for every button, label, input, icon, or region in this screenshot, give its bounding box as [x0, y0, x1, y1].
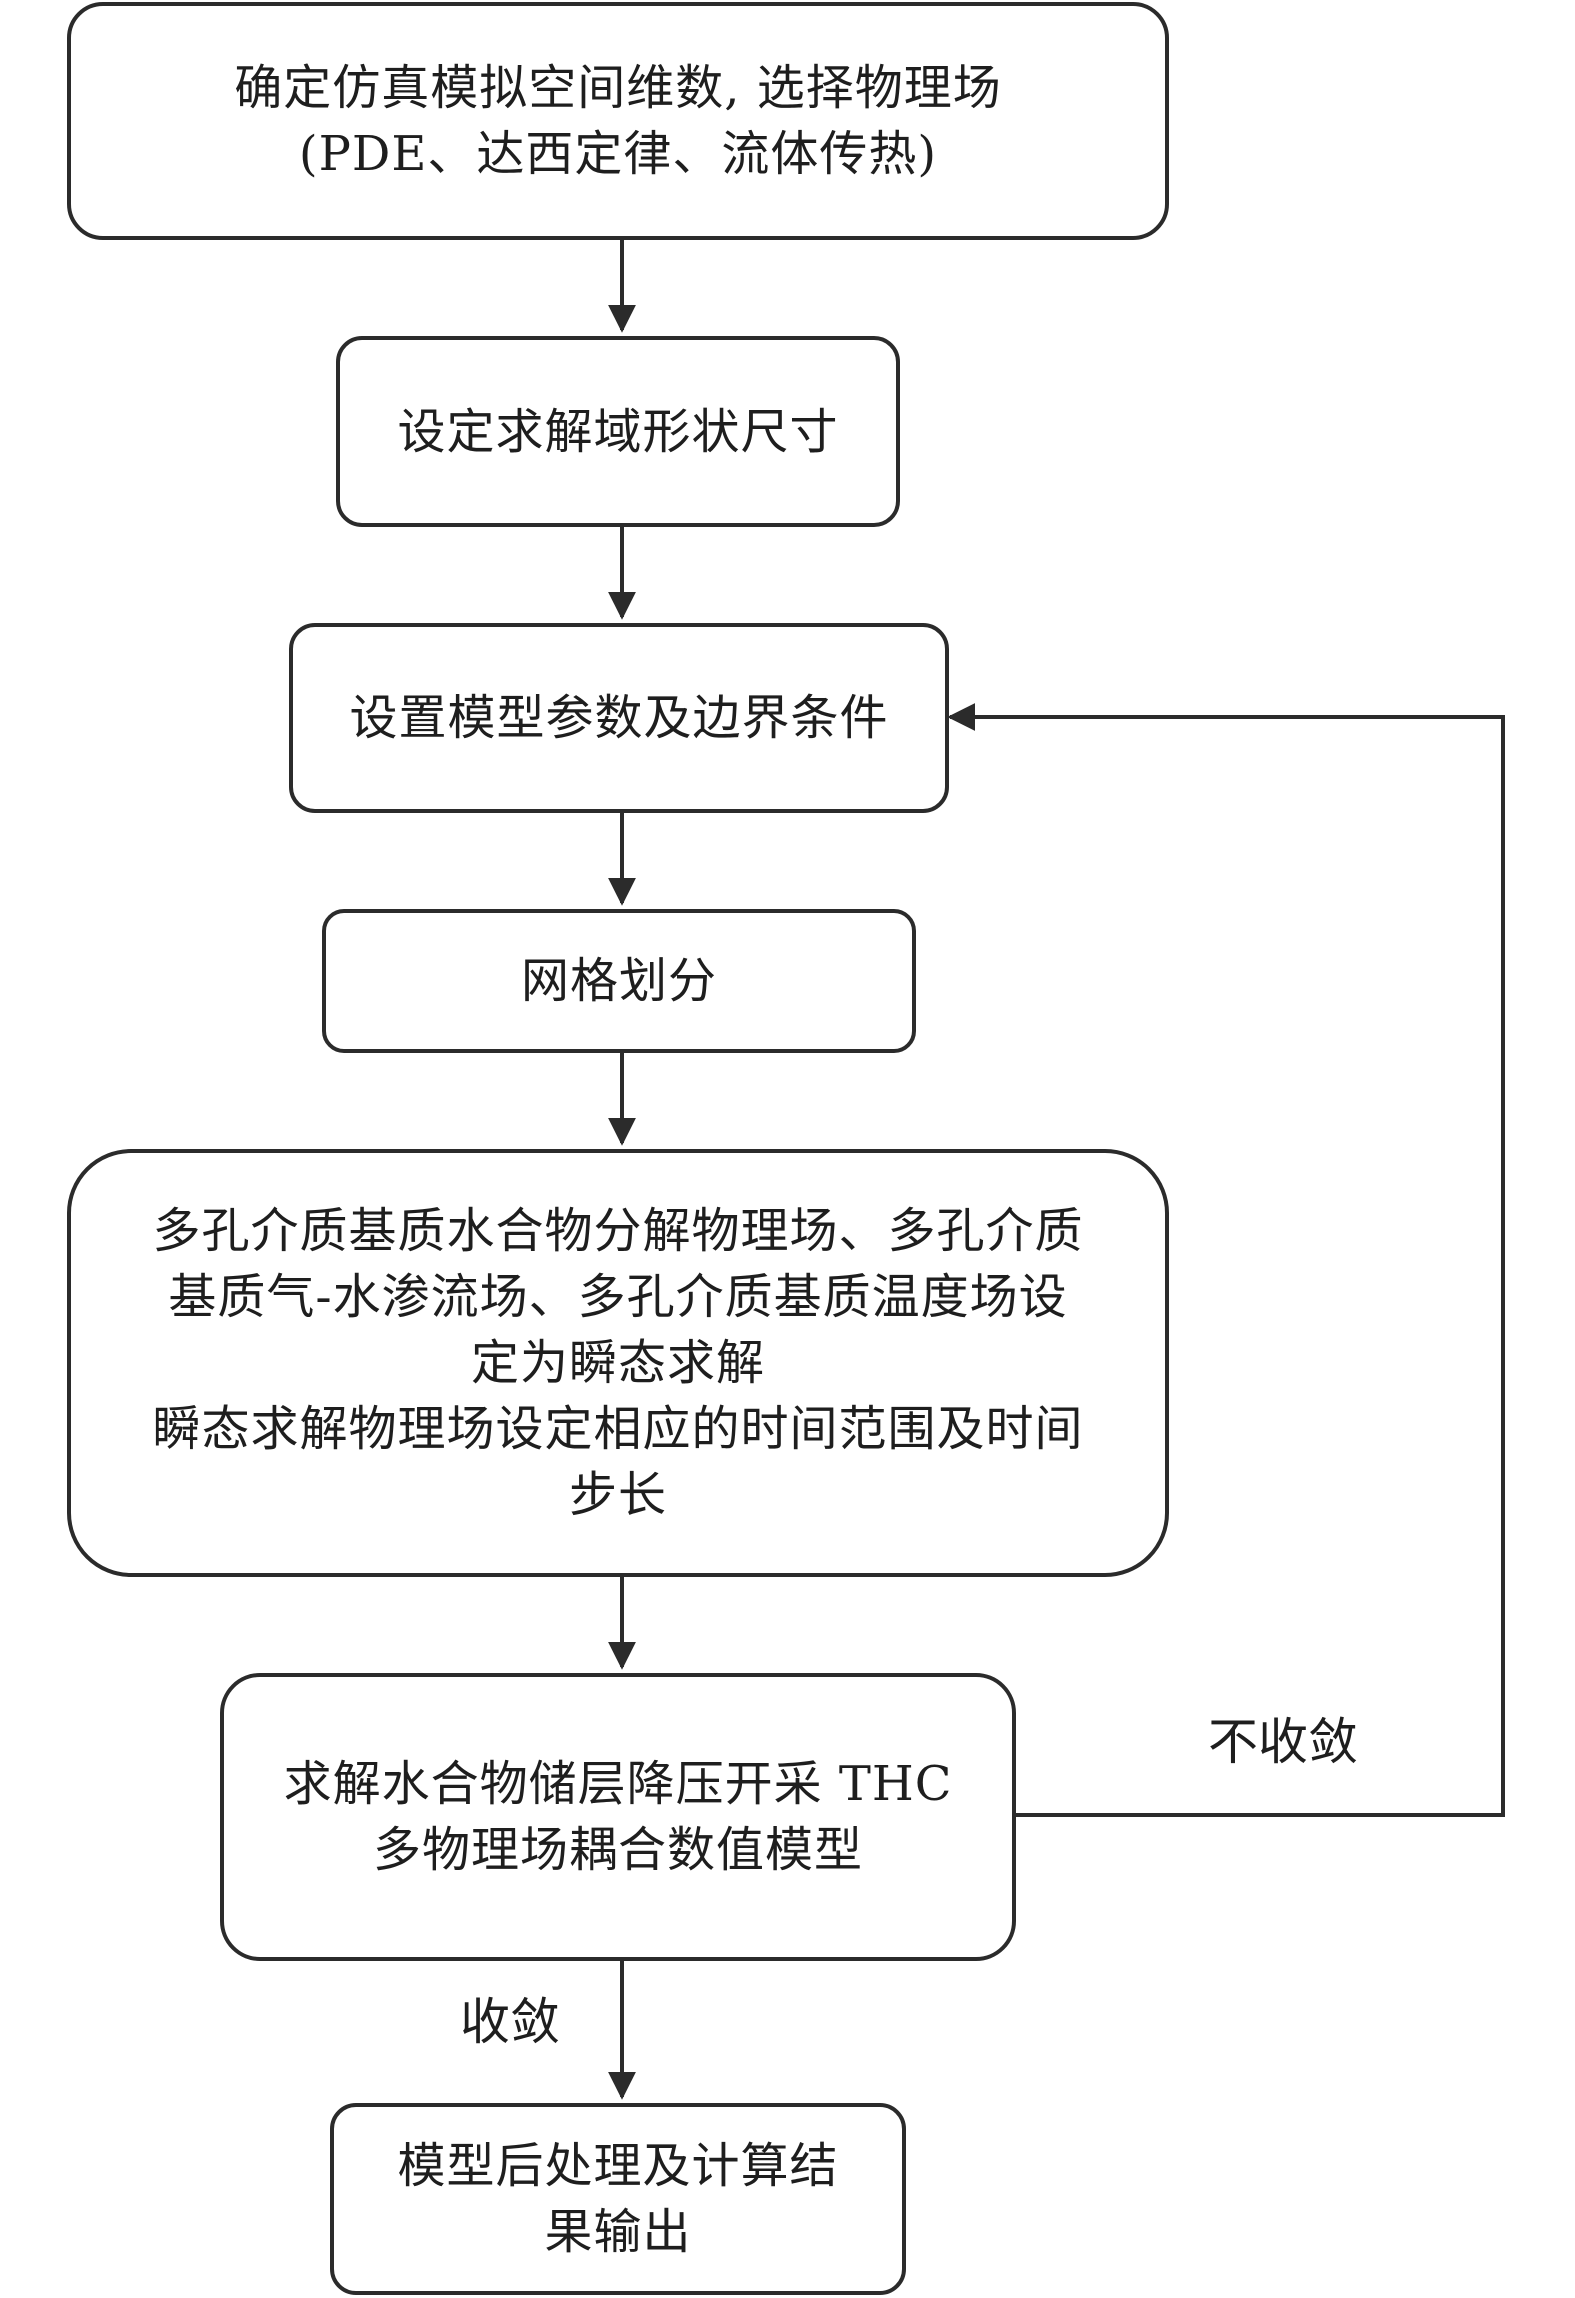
not-converged-label: 不收敛 [1208, 1713, 1358, 1771]
step-set-domain: 设定求解域形状尺寸 [336, 336, 900, 527]
step-select-physics: 确定仿真模拟空间维数, 选择物理场 (PDE、达西定律、流体传热) [67, 2, 1169, 240]
step-transient-settings-line3: 定为瞬态求解 [470, 1335, 765, 1391]
step-transient-settings-line4: 瞬态求解物理场设定相应的时间范围及时间 [152, 1401, 1084, 1457]
step-select-physics-line1: 确定仿真模拟空间维数, 选择物理场 [234, 60, 1002, 116]
step-select-physics-line2: (PDE、达西定律、流体传热) [298, 126, 938, 182]
step-set-domain-line1: 设定求解域形状尺寸 [397, 403, 839, 460]
step-solve-model-line2: 多物理场耦合数值模型 [372, 1822, 863, 1878]
step-solve-model-line1: 求解水合物储层降压开采 THC [283, 1756, 953, 1812]
converged-label: 收敛 [460, 1993, 560, 2051]
step-postprocess-output: 模型后处理及计算结 果输出 [330, 2103, 906, 2295]
step-mesh-line1: 网格划分 [520, 953, 717, 1009]
step-transient-settings-line2: 基质气-水渗流场、多孔介质基质温度场设 [168, 1269, 1068, 1325]
step-set-parameters-line1: 设置模型参数及边界条件 [349, 690, 889, 746]
step-set-parameters: 设置模型参数及边界条件 [289, 623, 949, 813]
step-mesh: 网格划分 [322, 909, 916, 1053]
step-transient-settings: 多孔介质基质水合物分解物理场、多孔介质 基质气-水渗流场、多孔介质基质温度场设 … [67, 1149, 1169, 1577]
feedback-arrow-not-converged [947, 703, 1505, 1817]
step-postprocess-output-line1: 模型后处理及计算结 [397, 2138, 839, 2194]
step-solve-model: 求解水合物储层降压开采 THC 多物理场耦合数值模型 [220, 1673, 1016, 1961]
step-transient-settings-line1: 多孔介质基质水合物分解物理场、多孔介质 [152, 1203, 1084, 1259]
step-transient-settings-line5: 步长 [568, 1467, 667, 1523]
step-postprocess-output-line2: 果输出 [544, 2204, 692, 2260]
